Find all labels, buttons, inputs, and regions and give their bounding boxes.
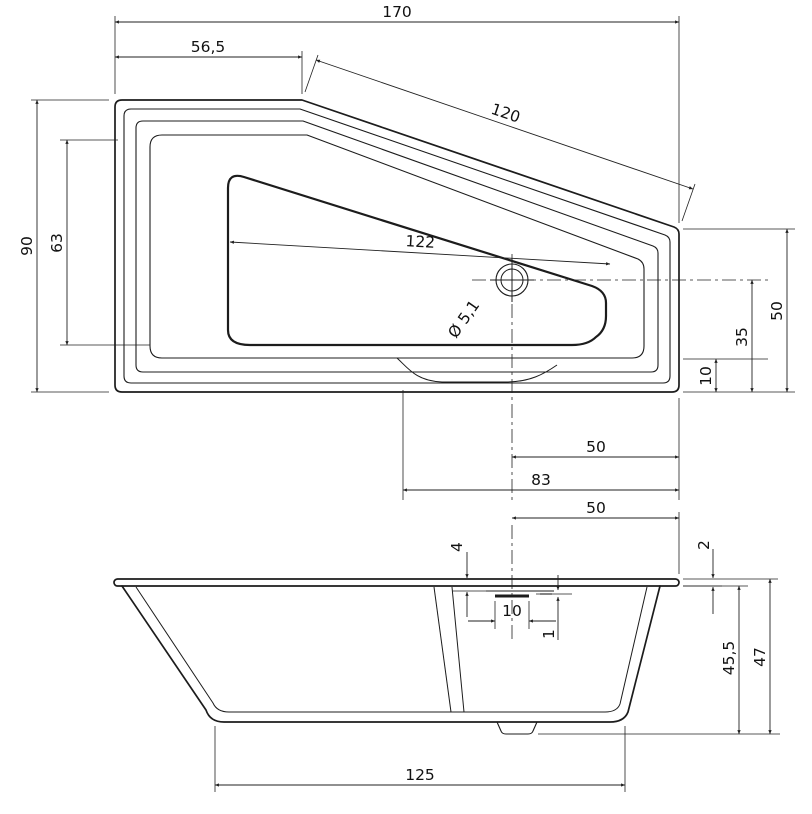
dim-basin-length-label: 122 [405,232,436,252]
dim-slot-width: 10 [468,601,556,629]
dim-overall-height: 47 [683,578,778,735]
dim-slot-width-label: 10 [502,602,522,620]
dim-diagonal-edge: 120 [304,54,696,222]
dim-inner-height-label: 45,5 [720,641,738,676]
dim-overflow-to-right-label: 50 [586,499,606,517]
rim-profile [113,578,680,587]
body-seam-line-1 [433,586,452,713]
dim-right-edge: 50 [683,228,795,393]
dim-top-left-edge-label: 56,5 [191,38,226,56]
tub-wall-contour [149,134,645,359]
dim-slot-gap-label: 1 [540,629,558,639]
dim-rim-to-slot: 4 [448,542,490,617]
dim-slot-gap: 1 [536,575,572,640]
dim-overall-width-label: 90 [18,236,36,256]
dim-drain-to-right: 50 [511,398,680,500]
body-outer-profile [121,585,661,723]
dim-step-offset: 10 [683,358,768,393]
dim-drain-diameter-label: Ø 5,1 [445,297,484,342]
dim-basin-length: 122 [229,232,611,266]
dim-base-length: 125 [214,726,626,792]
dim-drain-to-bottom: 35 [733,279,754,393]
dim-rim-lip-label: 2 [695,540,713,550]
basin-inner-contour [226,174,608,347]
plan-view-dimensions: 170 56,5 120 90 63 122 [18,3,795,500]
dim-inner-height: 45,5 [538,585,780,735]
dim-overall-length: 170 [114,3,680,223]
dim-drain-to-bottom-label: 35 [733,327,751,347]
tub-rim-contour-1 [123,108,671,384]
dim-overall-height-label: 47 [751,647,769,667]
plan-view [114,99,772,500]
dim-right-edge-label: 50 [768,301,786,321]
dim-drain-to-right-label: 50 [586,438,606,456]
drain-boss [496,721,538,735]
dim-step-to-right-label: 83 [531,471,551,489]
dim-step-offset-label: 10 [697,366,715,386]
floor-step-line [396,357,558,383]
dim-overall-width: 90 [18,99,109,393]
tub-outer-contour [114,99,680,393]
body-seam-line-2 [451,586,465,713]
dim-top-left-edge: 56,5 [114,38,303,94]
dim-overflow-to-right: 50 [511,499,680,574]
dim-basin-width: 63 [48,139,150,346]
body-inner-profile [135,586,648,713]
side-view-dimensions: 50 4 2 10 1 [214,499,780,792]
dim-base-length-label: 125 [405,766,435,784]
dim-rim-to-slot-label: 4 [448,542,466,552]
dim-rim-lip: 2 [683,540,722,614]
dim-step-to-right: 83 [402,390,680,500]
tub-rim-contour-2 [135,120,659,373]
dim-basin-width-label: 63 [48,233,66,253]
dim-overall-length-label: 170 [382,3,412,21]
side-view [113,525,680,735]
dim-diagonal-edge-label: 120 [489,100,523,127]
